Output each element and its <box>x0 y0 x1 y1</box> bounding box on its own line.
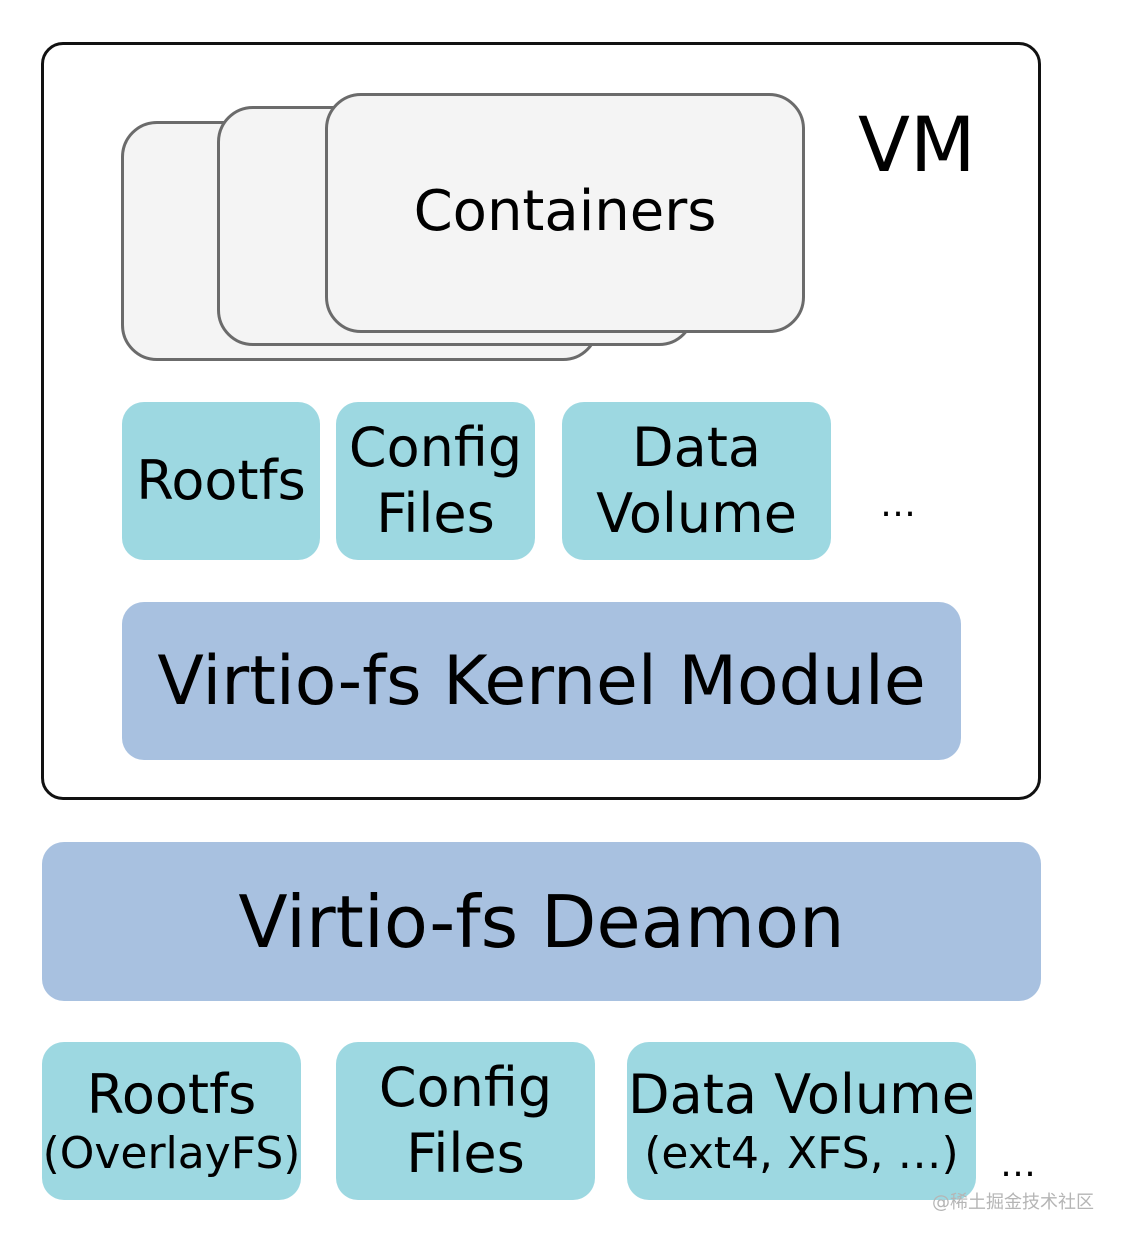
virtio-fs-kernel-module-box: Virtio-fs Kernel Module <box>122 602 961 760</box>
host-rootfs-box: Rootfs (OverlayFS) <box>42 1042 301 1200</box>
vm-data-volume-box: Data Volume <box>562 402 831 560</box>
host-data-volume-box: Data Volume (ext4, XFS, …) <box>627 1042 976 1200</box>
host-rootfs-sublabel: (OverlayFS) <box>42 1128 301 1179</box>
vm-label: VM <box>858 100 976 189</box>
host-config-label-line2: Files <box>406 1122 525 1185</box>
vm-rootfs-box: Rootfs <box>122 402 320 560</box>
host-rootfs-label: Rootfs <box>86 1063 257 1126</box>
vm-config-label-line2: Files <box>376 482 495 545</box>
vm-data-label-line2: Volume <box>596 482 797 545</box>
vm-rootfs-label: Rootfs <box>136 449 306 512</box>
vm-ellipsis: … <box>880 484 916 525</box>
host-data-sublabel: (ext4, XFS, …) <box>644 1128 959 1179</box>
vm-data-label-line1: Data <box>632 416 761 479</box>
containers-label: Containers <box>413 178 717 244</box>
kernel-module-label: Virtio-fs Kernel Module <box>157 641 926 721</box>
virtio-fs-daemon-box: Virtio-fs Deamon <box>42 842 1041 1001</box>
daemon-label: Virtio-fs Deamon <box>238 879 845 964</box>
container-card-front: Containers <box>325 93 805 333</box>
host-ellipsis: … <box>1000 1144 1036 1185</box>
host-data-label: Data Volume <box>628 1063 975 1126</box>
host-config-label-line1: Config <box>378 1056 553 1119</box>
vm-config-label-line1: Config <box>348 416 523 479</box>
host-config-files-box: Config Files <box>336 1042 595 1200</box>
vm-config-files-box: Config Files <box>336 402 535 560</box>
watermark: @稀土掘金技术社区 <box>932 1192 1094 1213</box>
